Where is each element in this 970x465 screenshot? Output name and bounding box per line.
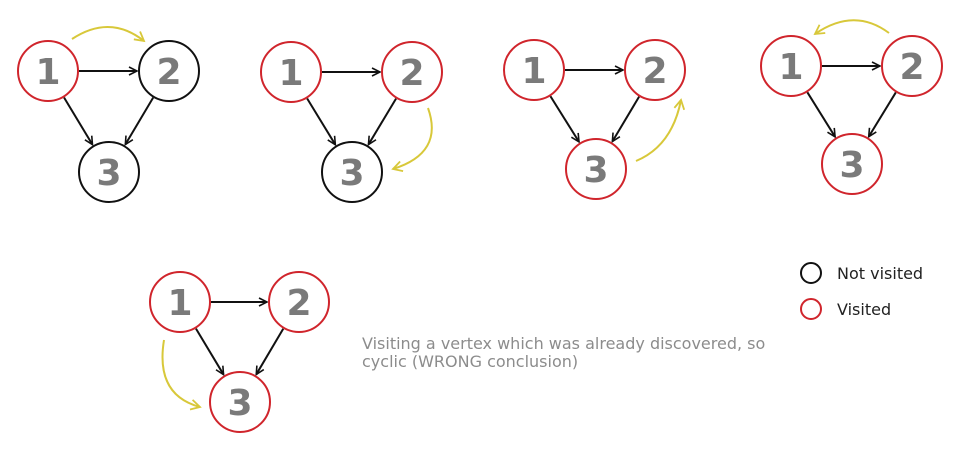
graph-panels: 1 2 3 1 2 3 1 2 3 1 2 3 1 2 3: [17, 19, 943, 433]
traversal-arrow: [71, 26, 146, 43]
graph-node-label: 3: [839, 145, 864, 186]
graph-node-label: 3: [583, 150, 608, 191]
graph-node-label: 2: [286, 283, 311, 324]
graph-node-circle: [268, 271, 330, 333]
traversal-arrow: [161, 339, 202, 411]
legend-not-visited-swatch: [800, 262, 822, 284]
graph-node-circle: [209, 371, 271, 433]
edge-arrow: [125, 97, 155, 145]
graph-node-label: 2: [156, 52, 181, 93]
traversal-arrow: [635, 98, 686, 162]
graph-node-label: 1: [35, 52, 60, 93]
graph-panel: 1 2 3: [503, 39, 686, 200]
graph-node-circle: [565, 138, 627, 200]
graph-node-circle: [149, 271, 211, 333]
graph-node-circle: [881, 35, 943, 97]
graph-node-circle: [381, 41, 443, 103]
graph-node-circle: [624, 39, 686, 101]
graph-node-label: 1: [167, 283, 192, 324]
graph-panel: 1 2 3: [260, 41, 443, 203]
graph-node-circle: [17, 40, 79, 102]
edge-arrow: [195, 328, 224, 375]
edge-arrow: [869, 91, 897, 136]
legend-visited-swatch: [800, 298, 822, 320]
graph-node-label: 2: [642, 51, 667, 92]
edge-arrow: [612, 96, 640, 142]
graph-panel: 1 2 3: [17, 26, 200, 203]
graph-node-circle: [760, 35, 822, 97]
legend: Not visited Visited: [800, 262, 923, 320]
graph-node-label: 3: [339, 153, 364, 194]
graph-node-label: 2: [399, 53, 424, 94]
traversal-arrow: [391, 107, 433, 172]
graph-node-circle: [821, 133, 883, 195]
graph-node-label: 3: [227, 383, 252, 424]
graph-node-circle: [260, 41, 322, 103]
graph-node-circle: [503, 39, 565, 101]
legend-visited-label: Visited: [837, 300, 891, 319]
edge-arrow: [63, 97, 92, 145]
edge-arrow: [806, 91, 835, 137]
graph-node-label: 1: [278, 53, 303, 94]
graph-node-circle: [138, 40, 200, 102]
legend-not-visited-label: Not visited: [837, 264, 923, 283]
graph-node-label: 3: [96, 153, 121, 194]
graph-node-label: 1: [521, 51, 546, 92]
edge-arrow: [256, 328, 285, 375]
traversal-arrow: [813, 19, 890, 36]
explanation-note: Visiting a vertex which was already disc…: [362, 334, 766, 371]
graph-node-label: 1: [778, 47, 803, 88]
graph-node-circle: [78, 141, 140, 203]
graph-node-label: 2: [899, 47, 924, 88]
graph-node-circle: [321, 141, 383, 203]
graph-panel: 1 2 3: [149, 271, 330, 433]
edge-arrow: [549, 95, 579, 142]
edge-arrow: [368, 98, 397, 145]
graph-panel: 1 2 3: [760, 19, 943, 195]
edge-arrow: [306, 97, 335, 144]
